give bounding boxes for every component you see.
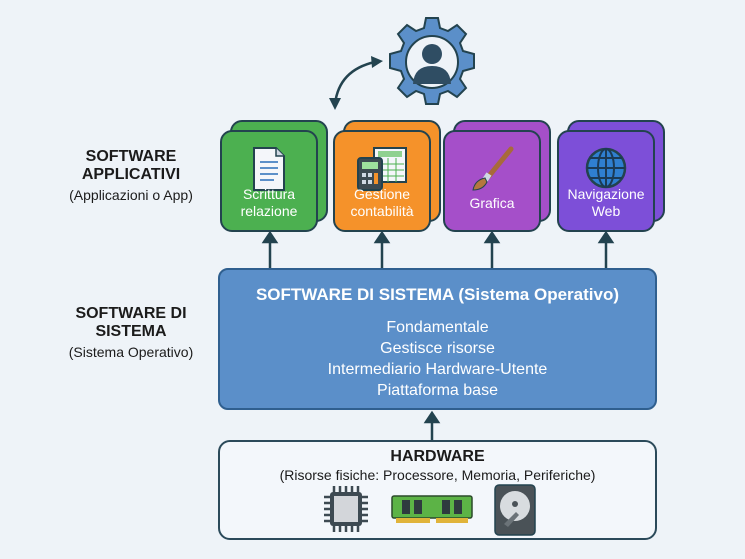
app-label: Navigazione <box>567 186 645 202</box>
system-title: SOFTWARE DI SISTEMA (Sistema Operativo) <box>255 285 620 304</box>
app-label: relazione <box>240 203 298 219</box>
globe-icon <box>559 146 653 195</box>
arrowhead <box>261 230 279 244</box>
label-software-sistema: SOFTWARE DI SISTEMA (Sistema Operativo) <box>31 305 231 360</box>
label-subtitle: (Sistema Operativo) <box>68 344 194 360</box>
app-label: contabilità <box>350 203 414 219</box>
app-label: Scrittura <box>242 186 296 202</box>
label-subtitle: (Applicazioni o App) <box>69 187 193 203</box>
system-line: Piattaforma base <box>377 382 498 399</box>
label-title: SISTEMA <box>95 323 167 340</box>
cpu-icon <box>324 486 368 532</box>
calculator-spreadsheet-icon <box>335 146 429 197</box>
system-line: Gestisce risorse <box>380 340 495 357</box>
hardware-title: HARDWARE <box>390 448 485 465</box>
system-line: Intermediario Hardware-Utente <box>327 361 548 378</box>
app-label: Web <box>591 203 621 219</box>
label-title: SOFTWARE DI <box>75 305 187 322</box>
hard-disk-icon <box>494 484 536 536</box>
user-gear-icon <box>389 17 475 105</box>
system-line: Fondamentale <box>386 319 489 336</box>
hardware-subtitle: (Risorse fisiche: Processore, Memoria, P… <box>279 467 596 483</box>
document-icon <box>222 146 316 197</box>
label-software-applicativi: SOFTWARE APPLICATIVI (Applicazioni o App… <box>31 148 231 203</box>
double-arrow-icon <box>329 56 383 110</box>
arrowhead <box>373 230 391 244</box>
arrowhead <box>423 410 441 424</box>
app-label: Grafica <box>469 195 515 211</box>
app-card-grafica[interactable]: Grafica <box>443 130 541 232</box>
arrowhead <box>483 230 501 244</box>
label-title: SOFTWARE <box>85 148 177 165</box>
app-label: Gestione <box>353 186 411 202</box>
label-title: APPLICATIVI <box>81 166 181 183</box>
system-software-box: SOFTWARE DI SISTEMA (Sistema Operativo) … <box>218 268 657 410</box>
ram-icon <box>391 495 473 523</box>
hardware-box: HARDWARE (Risorse fisiche: Processore, M… <box>218 440 657 540</box>
arrowhead <box>597 230 615 244</box>
paintbrush-icon <box>445 146 539 197</box>
